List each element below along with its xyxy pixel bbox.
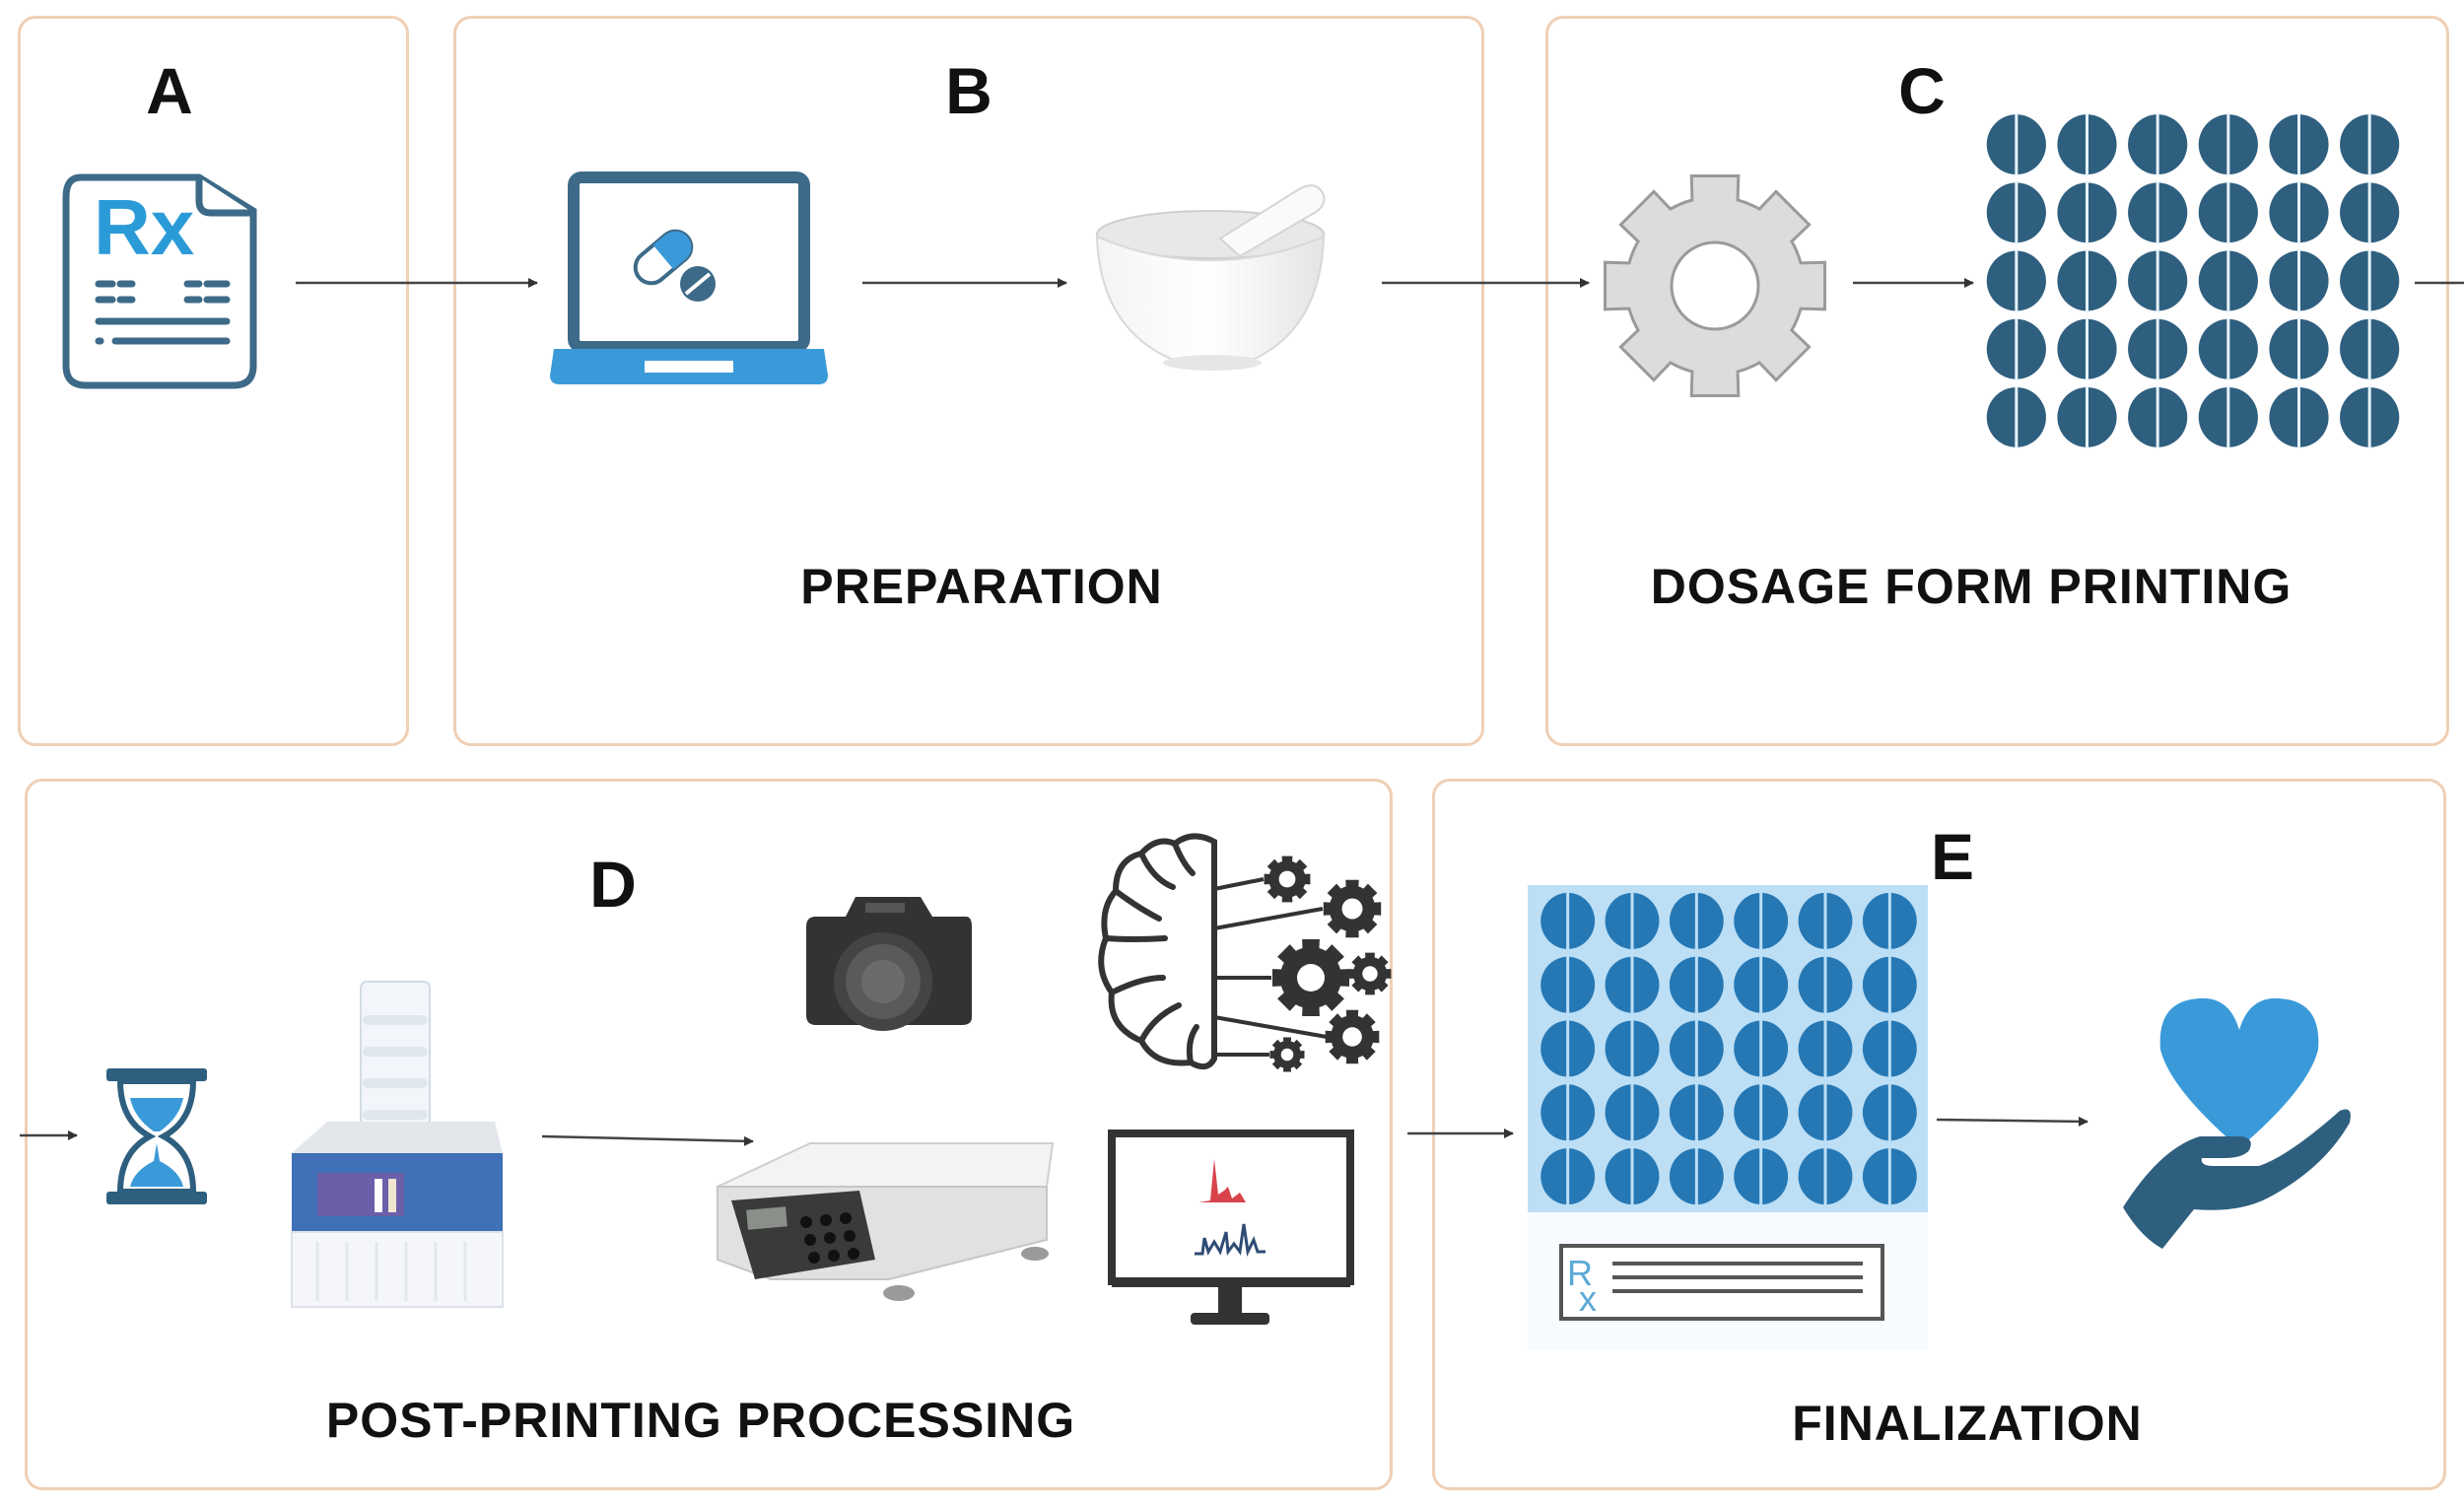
brain-connector [1213, 907, 1324, 930]
gear-hole [1670, 240, 1760, 331]
brain-gear-hole [1341, 898, 1363, 920]
heart-in-hand-icon [2121, 991, 2358, 1257]
brain-gear-hole [1342, 1027, 1362, 1047]
packaged-tablets-icon: R x [1528, 885, 1928, 1350]
camera-icon [806, 887, 972, 1035]
panel-c-letter: C [1898, 54, 1946, 127]
brain-gear-hole [1280, 1048, 1294, 1061]
tablet-grid-icon [1981, 110, 2405, 451]
mortar-pestle-icon [1092, 179, 1338, 376]
brain-connector [1330, 972, 1349, 980]
stage-label-finalization: FINALIZATION [1792, 1396, 2143, 1451]
brain-gear-hole [1278, 870, 1296, 888]
panel-a-letter: A [146, 54, 193, 127]
freeze-dryer-icon [278, 976, 514, 1311]
brain-gear-hole [1362, 966, 1378, 982]
panel-d-letter: D [589, 848, 637, 921]
label-rx-x: x [1579, 1278, 1597, 1319]
brain-connector [1213, 1015, 1328, 1039]
scale-icon [712, 1131, 1059, 1309]
prescription-icon: Rx [61, 173, 258, 392]
stage-label-dosage-form-printing: DOSAGE FORM PRINTING [1650, 559, 2293, 614]
laptop-pill-icon [550, 171, 828, 390]
stage-label-post-printing-processing: POST-PRINTING PROCESSING [325, 1393, 1076, 1448]
brain-gears-icon [1094, 830, 1392, 1076]
monitor-spectrum-icon [1108, 1130, 1354, 1331]
stage-label-preparation: PREPARATION [800, 559, 1163, 614]
gear-icon [1599, 170, 1831, 402]
rx-text: Rx [94, 183, 194, 271]
brain-gear-hole [1297, 964, 1325, 992]
label-rx-r: R [1567, 1253, 1593, 1293]
panel-e-letter: E [1930, 820, 1975, 893]
hourglass-icon [104, 1066, 209, 1206]
panel-b-letter: B [945, 54, 992, 127]
brain-connector [1213, 877, 1265, 891]
